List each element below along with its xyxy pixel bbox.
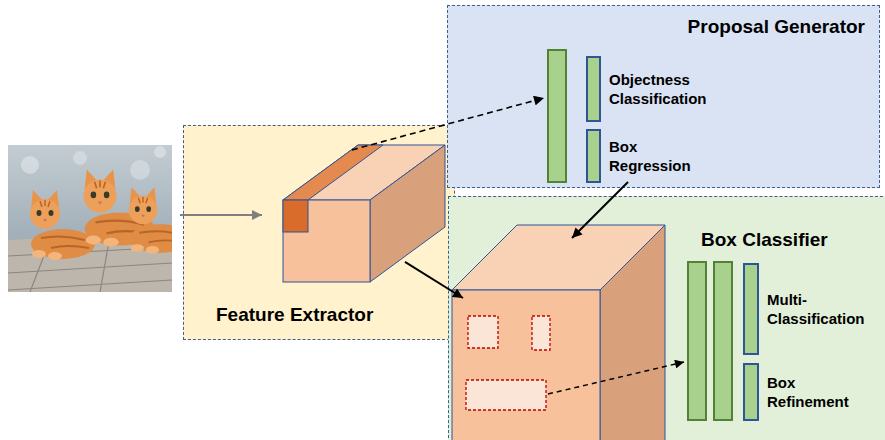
cuboid-front (452, 290, 600, 440)
layer-bar (548, 50, 566, 182)
kittens-photo (8, 145, 172, 292)
output-head: Box Refinement (743, 363, 759, 421)
flow-arrow (352, 98, 544, 150)
roi-pooling-arrow (548, 362, 684, 394)
flow-arrow (405, 262, 463, 298)
cuboid-front (283, 200, 370, 282)
stage-title: Box Classifier (701, 229, 828, 252)
sliding-window-top (283, 145, 383, 200)
cuboid-top (283, 145, 445, 200)
output-head: Box Regression (586, 129, 601, 183)
head-label: Box Regression (609, 137, 719, 176)
layer-bar (714, 262, 732, 420)
output-head: Multi-Classification (743, 263, 759, 355)
pipeline-stage-region: Feature Extractor (183, 125, 455, 340)
cuboid-top (452, 225, 665, 290)
floor-planks (8, 236, 172, 292)
cuboid-side (600, 225, 665, 440)
bokeh (73, 151, 87, 165)
kitten (129, 187, 172, 254)
roi-box (466, 380, 546, 410)
head-label: Multi-Classification (767, 290, 872, 329)
output-head: Objectness Classification (586, 56, 601, 122)
pipeline-stage-region: Proposal GeneratorObjectness Classificat… (447, 5, 880, 188)
bokeh (154, 146, 166, 158)
cuboid-side (370, 145, 445, 282)
kitten (30, 190, 95, 260)
input-arrow (180, 214, 262, 216)
photo-background (8, 145, 172, 292)
layer-bar (688, 262, 706, 420)
flow-arrow (572, 182, 628, 238)
bokeh (21, 156, 39, 174)
stage-title: Proposal Generator (688, 16, 865, 39)
kitten (84, 170, 156, 247)
roi-box (468, 316, 498, 348)
pipeline-stage-region: Box ClassifierMulti-ClassificationBox Re… (448, 196, 885, 440)
feature-map-cuboid (283, 145, 445, 282)
sliding-window-front (283, 200, 308, 232)
head-label: Objectness Classification (609, 70, 719, 109)
roi-feature-cuboid (452, 225, 665, 440)
wooden-floor (8, 232, 172, 292)
stage-title: Feature Extractor (216, 304, 373, 327)
head-label: Box Refinement (767, 373, 872, 412)
roi-box (532, 316, 550, 350)
bokeh (130, 160, 150, 180)
